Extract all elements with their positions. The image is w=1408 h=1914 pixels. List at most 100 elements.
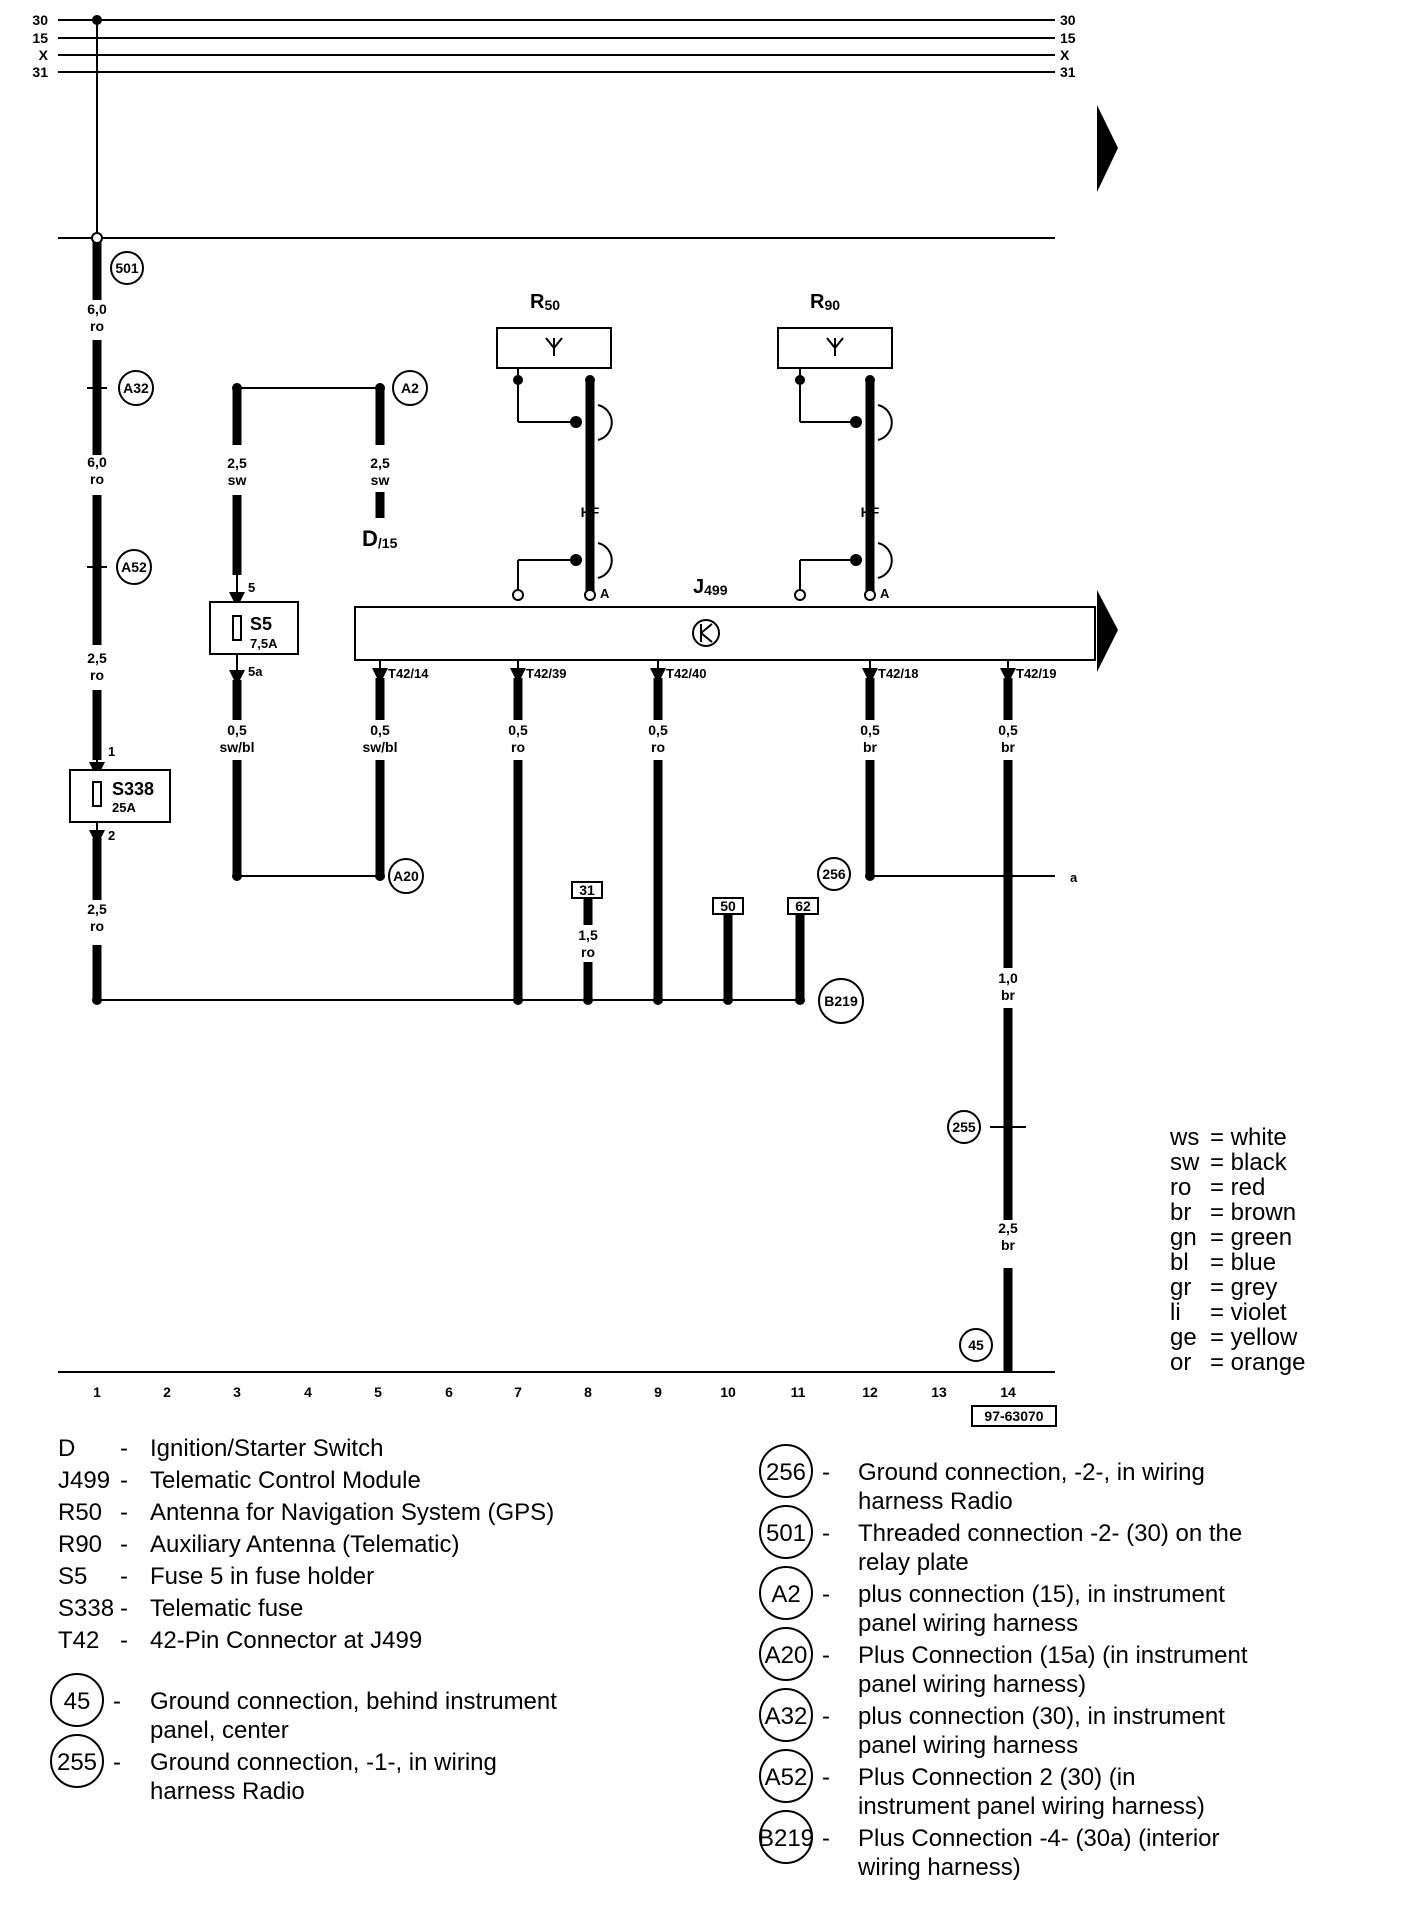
j499-symbol [692, 619, 720, 647]
s338-label: S338 [112, 779, 154, 799]
svg-text:2,5: 2,5 [370, 455, 390, 471]
wire-t42-39: 0,5 ro [508, 722, 528, 755]
color-name-ge: = yellow [1210, 1324, 1298, 1351]
bus-label-15-left: 15 [32, 30, 48, 46]
legend-desc-s338: Telematic fuse [150, 1595, 303, 1622]
legend-desc-r50: Antenna for Navigation System (GPS) [150, 1499, 554, 1526]
svg-text:ro: ro [90, 667, 104, 683]
color-name-sw: = black [1210, 1149, 1288, 1176]
svg-text:2,5: 2,5 [87, 650, 107, 666]
legend-desc-line: harness Radio [150, 1778, 305, 1805]
legend-desc-line: panel, center [150, 1717, 289, 1744]
svg-text:2,5: 2,5 [227, 455, 247, 471]
legend-desc-line: Plus Connection 2 (30) (in [858, 1764, 1135, 1791]
color-name-or: = orange [1210, 1349, 1305, 1376]
col-11: 11 [791, 1384, 806, 1400]
ground-legend-item-a32: A32-plus connection (30), in instrumentp… [759, 1688, 1225, 1759]
legend-dash: - [822, 1825, 830, 1852]
col-8: 8 [584, 1384, 592, 1400]
r90-label: R90 [810, 291, 840, 313]
legend-desc-line: wiring harness) [857, 1854, 1021, 1881]
ground-legend-item-256: 256-Ground connection, -2-, in wiringhar… [759, 1444, 1205, 1515]
legend-circle-code: 501 [766, 1520, 806, 1547]
r50-label: R50 [530, 291, 560, 313]
fuse-s5: S5 7,5A 5 5a [209, 575, 299, 686]
svg-text:A20: A20 [393, 868, 419, 884]
legend-desc-line: panel wiring harness) [858, 1671, 1086, 1698]
terminal-box-50: 50 [712, 897, 744, 915]
legend-circle [759, 1627, 813, 1681]
svg-text:1,0: 1,0 [998, 970, 1018, 986]
legend-desc-j499: Telematic Control Module [150, 1467, 421, 1494]
conn-a32: A32 [118, 370, 154, 406]
color-name-li: = violet [1210, 1299, 1287, 1326]
continuation-arrow-mid [1097, 590, 1118, 672]
svg-text:br: br [863, 739, 878, 755]
svg-text:2,5: 2,5 [87, 901, 107, 917]
wire-a52: 2,5 ro [87, 650, 107, 683]
branch-a-label: a [1070, 870, 1078, 885]
svg-text:ro: ro [511, 739, 525, 755]
legend-desc-line: Threaded connection -2- (30) on the [858, 1520, 1242, 1547]
svg-text:0,5: 0,5 [227, 722, 247, 738]
svg-text:br: br [1001, 739, 1016, 755]
legend-desc-s5: Fuse 5 in fuse holder [150, 1563, 374, 1590]
legend-dash: - [822, 1764, 830, 1791]
bus-label-31-right: 31 [1060, 64, 1076, 80]
component-legend: D-Ignition/Starter SwitchJ499-Telematic … [58, 1435, 554, 1654]
svg-text:45: 45 [968, 1337, 984, 1353]
ground-legend-item-45: 45-Ground connection, behind instrumentp… [50, 1673, 557, 1744]
conn-a20: A20 [388, 858, 424, 894]
legend-desc-line: panel wiring harness [858, 1732, 1078, 1759]
legend-circle [50, 1673, 104, 1727]
legend-circle-code: 255 [57, 1749, 97, 1776]
svg-text:A2: A2 [401, 380, 419, 396]
legend-circle-code: 45 [64, 1688, 91, 1715]
svg-text:B219: B219 [824, 993, 858, 1009]
color-name-br: = brown [1210, 1199, 1296, 1226]
legend-dash: - [120, 1627, 128, 1654]
svg-text:50: 50 [720, 898, 736, 914]
svg-text:ro: ro [581, 944, 595, 960]
legend-circle [759, 1810, 813, 1864]
wire-t42-19: 0,5 br [998, 722, 1018, 755]
legend-circle-code: 256 [766, 1459, 806, 1486]
legend-dash: - [113, 1749, 121, 1776]
wire-s5a: 0,5 sw/bl [219, 722, 254, 755]
svg-text:ro: ro [651, 739, 665, 755]
legend-dash: - [822, 1703, 830, 1730]
legend-circle [759, 1444, 813, 1498]
color-code-gr: gr [1170, 1274, 1191, 1301]
legend-desc-line: Plus Connection -4- (30a) (interior [858, 1825, 1220, 1852]
conn-b219: B219 [818, 978, 864, 1024]
color-code-ro: ro [1170, 1174, 1191, 1201]
legend-desc-line: panel wiring harness [858, 1610, 1078, 1637]
color-name-gn: = green [1210, 1224, 1292, 1251]
legend-circle [759, 1749, 813, 1803]
ground-legend-item-501: 501-Threaded connection -2- (30) on ther… [759, 1505, 1242, 1576]
color-code-ws: ws [1169, 1124, 1199, 1151]
terminal-box-62: 62 [787, 897, 819, 915]
svg-text:ro: ro [90, 918, 104, 934]
legend-circle-code: A20 [765, 1642, 808, 1669]
wire-s338: 2,5 ro [87, 901, 107, 934]
r90-hf-label: HF [861, 504, 880, 520]
legend-code-s338: S338 [58, 1595, 114, 1622]
s338-rating: 25A [112, 800, 136, 815]
j499-module [354, 606, 1096, 661]
fuse-s338: S338 25A 1 2 [69, 744, 171, 846]
ground-legend-right: 256-Ground connection, -2-, in wiringhar… [758, 1444, 1248, 1881]
s5-pin-out: 5a [248, 664, 263, 679]
terminal-box-31: 31 [571, 881, 603, 899]
s5-pin-in: 5 [248, 580, 255, 595]
conn-501: 501 [110, 251, 144, 285]
d15-label: D/15 [362, 526, 398, 551]
color-code-bl: bl [1170, 1249, 1189, 1276]
svg-text:6,0: 6,0 [87, 301, 107, 317]
color-code-or: or [1170, 1349, 1191, 1376]
conn-a52: A52 [116, 549, 152, 585]
wire-45: 2,5 br [998, 1220, 1018, 1253]
legend-circle-code: A32 [765, 1703, 808, 1730]
